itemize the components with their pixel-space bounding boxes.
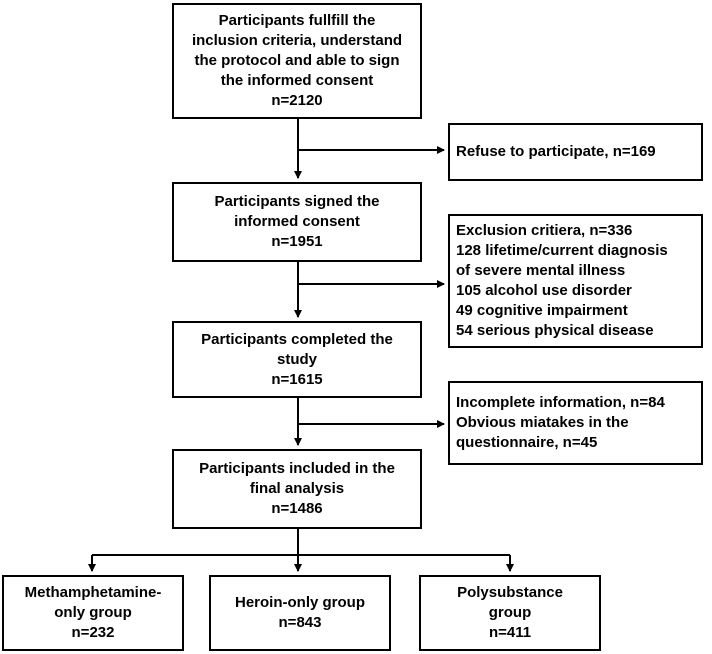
box-poly-count: n=411 — [488, 624, 532, 641]
box-exclusion-line-3: of severe mental illness — [456, 262, 626, 279]
box-included-line-2: final analysis — [249, 480, 345, 497]
box-incomplete: Incomplete information, n=84 Obvious mia… — [448, 381, 703, 465]
box-signed: Participants signed the informed consent… — [172, 182, 422, 262]
box-completed-count: n=1615 — [271, 370, 323, 388]
box-incomplete-line-1: Incomplete information, n=84 — [456, 394, 665, 411]
box-included-count: n=1486 — [271, 500, 323, 517]
box-inclusion: Participants fullfill the inclusion crit… — [172, 3, 422, 119]
box-meth-line-2: only group — [54, 604, 132, 621]
box-exclusion-line-2: 128 lifetime/current diagnosis — [456, 242, 668, 259]
box-signed-line-2: informed consent — [234, 213, 360, 230]
box-completed-line-1: Participants completed the — [201, 330, 393, 348]
box-exclusion-line-5: 49 cognitive impairment — [456, 302, 628, 319]
box-meth-count: n=232 — [71, 624, 115, 641]
box-inclusion-line-4: the informed consent — [220, 72, 374, 89]
box-meth-line-1: Methamphetamine- — [24, 584, 162, 601]
box-included: Participants included in the final analy… — [172, 449, 422, 529]
box-inclusion-line-3: the protocol and able to sign — [194, 52, 400, 69]
box-refuse-text: Refuse to participate, n=169 — [456, 143, 656, 160]
box-refuse: Refuse to participate, n=169 — [448, 123, 703, 181]
box-exclusion-line-4: 105 alcohol use disorder — [456, 282, 632, 299]
box-poly-group: Polysubstance group n=411 — [419, 575, 601, 651]
box-heroin-line-1: Heroin-only group — [235, 594, 365, 611]
box-exclusion: Exclusion critiera, n=336 128 lifetime/c… — [448, 214, 703, 348]
box-exclusion-line-6: 54 serious physical disease — [456, 322, 654, 339]
box-signed-line-1: Participants signed the — [214, 193, 380, 210]
box-completed-line-2: study — [276, 350, 317, 368]
box-heroin-count: n=843 — [278, 614, 322, 631]
box-included-line-1: Participants included in the — [199, 460, 395, 477]
box-meth-group: Methamphetamine- only group n=232 — [2, 575, 184, 651]
box-incomplete-line-3: questionnaire, n=45 — [456, 434, 598, 451]
box-poly-line-1: Polysubstance — [457, 584, 563, 601]
box-heroin-group: Heroin-only group n=843 — [209, 575, 391, 651]
box-inclusion-line-2: inclusion criteria, understand — [191, 32, 403, 49]
box-signed-count: n=1951 — [271, 233, 323, 250]
box-exclusion-line-1: Exclusion critiera, n=336 — [456, 222, 633, 239]
box-inclusion-count: n=2120 — [271, 92, 323, 109]
box-incomplete-line-2: Obvious miatakes in the — [456, 414, 629, 431]
box-inclusion-line-1: Participants fullfill the — [218, 12, 376, 29]
box-completed: Participants completed the study n=1615 — [172, 321, 422, 398]
box-poly-line-2: group — [488, 604, 532, 621]
